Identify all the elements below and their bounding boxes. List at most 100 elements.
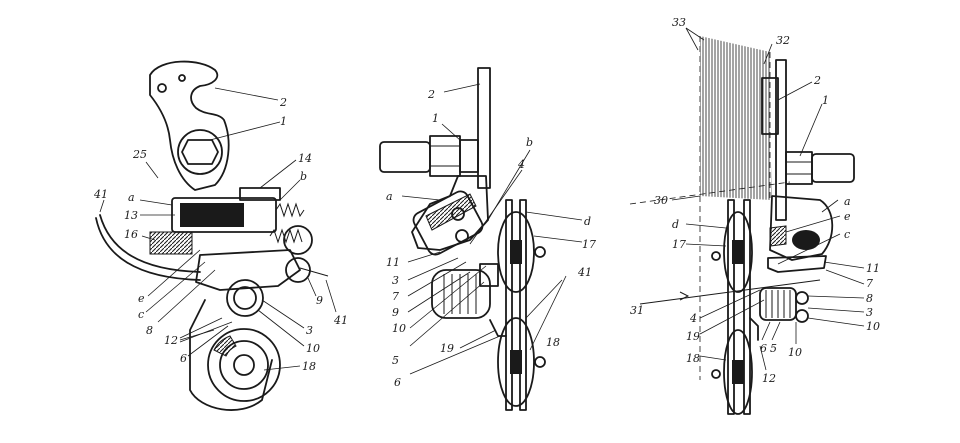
label: 14 — [298, 152, 312, 165]
tension-pulley-hub — [219, 340, 269, 390]
spring-coils — [765, 290, 791, 318]
screw — [455, 229, 469, 243]
label: 30 — [654, 194, 668, 207]
lower-pulley — [723, 329, 753, 415]
label: a — [386, 190, 393, 203]
cable-clamp — [285, 257, 311, 283]
hanger-plate-front — [761, 77, 779, 135]
spring-housing — [431, 269, 491, 319]
lower-pulley-hub — [732, 360, 744, 384]
hanger-hole — [178, 74, 186, 82]
label: 12 — [762, 372, 776, 385]
label: 41 — [333, 314, 348, 327]
pulley-shade — [213, 335, 237, 357]
hanger-plate — [775, 59, 787, 221]
label: c — [844, 228, 850, 241]
cage-plate — [743, 199, 751, 415]
upper-pulley — [723, 211, 753, 293]
cage-link — [489, 319, 507, 337]
front-view-labels: 33 32 2 1 30 a e c d 17 11 7 8 3 10 31 4… — [630, 16, 880, 385]
front-view — [629, 36, 855, 415]
label: 33 — [672, 16, 686, 29]
cable-end — [299, 267, 329, 277]
mounting-bolt-hex — [181, 139, 219, 165]
upper-pulley-hub — [732, 240, 744, 264]
adjust-screw — [795, 291, 809, 305]
lower-arm — [195, 249, 301, 291]
adjust-nut — [479, 263, 499, 287]
label: 7 — [392, 290, 399, 303]
lower-pulley-hub — [510, 350, 522, 374]
label: 12 — [164, 334, 178, 347]
spring-coils — [443, 274, 477, 314]
label: 8 — [866, 292, 873, 305]
label: 5 — [770, 342, 777, 355]
label: e — [844, 210, 851, 223]
spring-lower — [269, 228, 303, 244]
body-section — [149, 231, 193, 255]
label: a — [844, 195, 851, 208]
label: 31 — [630, 304, 644, 317]
label: 4 — [689, 312, 697, 325]
hanger-plate — [477, 67, 491, 189]
label: 3 — [392, 274, 399, 287]
label: 6 — [180, 352, 187, 365]
label: c — [138, 308, 144, 321]
pivot-bolt-inner — [233, 286, 257, 310]
spring-housing — [759, 287, 797, 321]
axis-line — [639, 279, 821, 305]
label: 1 — [432, 112, 439, 125]
side-view — [95, 60, 329, 411]
lower-link — [767, 255, 827, 273]
bolt-head — [811, 153, 855, 183]
frame-dropout — [700, 36, 772, 200]
screw — [451, 207, 465, 221]
pivot-bolt — [226, 279, 264, 317]
cage-arm — [189, 299, 273, 411]
label: 10 — [392, 322, 406, 335]
label: 32 — [776, 34, 790, 47]
label: 9 — [316, 294, 323, 307]
label: 6 — [760, 342, 767, 355]
centre-line — [629, 181, 791, 205]
upper-pulley-bolt — [711, 251, 721, 261]
label: 13 — [124, 209, 138, 222]
label: 8 — [146, 324, 153, 337]
label: 10 — [306, 342, 320, 355]
cage-plate — [727, 199, 735, 415]
label: 1 — [822, 94, 829, 107]
label: 4 — [517, 158, 525, 171]
label: 17 — [582, 238, 596, 251]
body-clamp — [412, 190, 484, 256]
label: a — [128, 191, 135, 204]
cage-plate — [519, 199, 527, 411]
label: d — [672, 218, 679, 231]
lower-pulley — [497, 317, 535, 407]
label: 19 — [440, 342, 454, 355]
lower-pulley-bolt — [711, 369, 721, 379]
label: 18 — [546, 336, 560, 349]
upper-pulley-hub — [510, 240, 522, 264]
spring-upper — [275, 202, 305, 218]
label: 11 — [866, 262, 880, 275]
label: 9 — [392, 306, 399, 319]
upper-pulley — [497, 211, 535, 293]
label: 2 — [427, 88, 435, 101]
label: 19 — [686, 330, 700, 343]
label: 41 — [93, 188, 108, 201]
label: 18 — [686, 352, 700, 365]
body-shade — [769, 225, 787, 247]
rear-view — [379, 67, 546, 411]
bolt-nut — [785, 151, 813, 185]
body-slot — [180, 203, 244, 227]
tension-pulley — [207, 328, 281, 402]
bolt-shank — [459, 139, 479, 173]
label: 2 — [279, 96, 287, 109]
label: b — [526, 136, 533, 149]
label: 11 — [386, 256, 400, 269]
label: 10 — [788, 346, 802, 359]
lower-pulley-bolt — [534, 356, 546, 368]
upper-pulley-bolt — [534, 246, 546, 258]
